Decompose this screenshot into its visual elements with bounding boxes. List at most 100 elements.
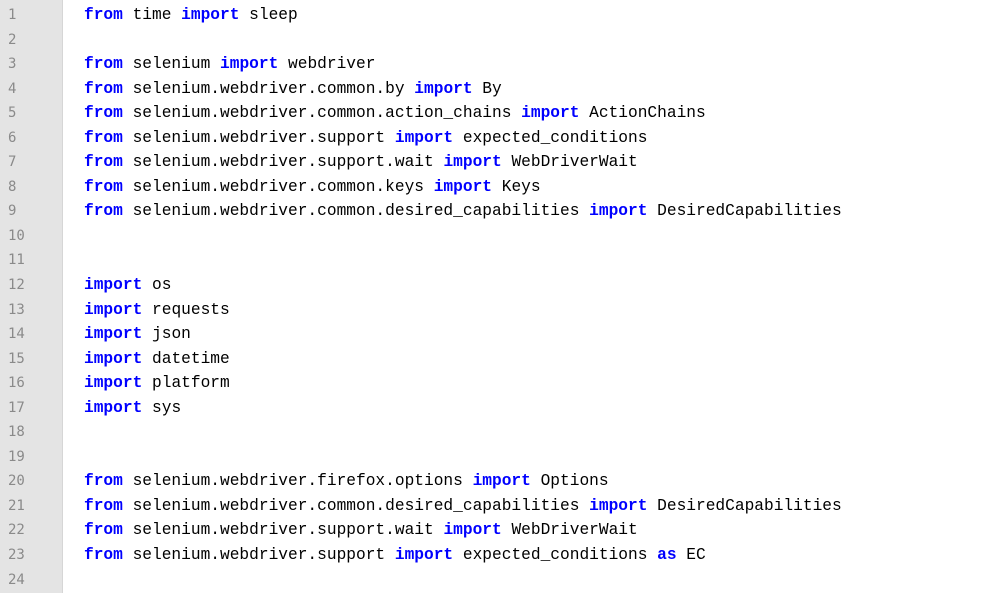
code-text: from selenium import webdriver xyxy=(84,52,375,77)
code-token: sys xyxy=(142,398,182,417)
code-token: webdriver xyxy=(278,55,376,74)
code-token: selenium.webdriver.support.wait xyxy=(122,521,444,540)
code-text: from time import sleep xyxy=(84,3,298,28)
code-token: EC xyxy=(676,546,706,565)
code-text: from selenium.webdriver.common.by import… xyxy=(84,77,502,102)
line-number: 11 xyxy=(8,252,25,269)
code-line[interactable]: 13 import requests xyxy=(0,298,1008,323)
keyword-token: from xyxy=(84,521,123,540)
code-text: import json xyxy=(84,322,191,347)
code-token: selenium.webdriver.support xyxy=(122,128,395,147)
line-number: 18 xyxy=(8,424,25,441)
keyword-token: import xyxy=(84,374,143,393)
keyword-token: from xyxy=(84,55,123,74)
code-token: expected_conditions xyxy=(453,546,658,565)
code-text: from selenium.webdriver.support.wait imp… xyxy=(84,150,638,175)
code-text: from selenium.webdriver.common.keys impo… xyxy=(84,175,541,200)
line-number: 19 xyxy=(8,448,25,465)
code-text: import platform xyxy=(84,371,230,396)
code-line[interactable]: 2 xyxy=(0,28,1008,53)
code-line[interactable]: 19 xyxy=(0,445,1008,470)
keyword-token: from xyxy=(84,472,123,491)
line-number: 24 xyxy=(8,571,25,588)
line-number: 1 xyxy=(8,7,17,23)
code-line[interactable]: 1 from time import sleep xyxy=(0,3,1008,28)
line-number: 12 xyxy=(8,277,25,294)
code-token: json xyxy=(142,325,191,344)
code-token: sleep xyxy=(239,6,298,24)
keyword-token: import xyxy=(414,79,473,98)
code-text: from selenium.webdriver.common.desired_c… xyxy=(84,494,842,519)
keyword-token: import xyxy=(589,202,648,221)
line-number: 10 xyxy=(8,227,25,244)
code-token: WebDriverWait xyxy=(501,153,638,172)
code-token: platform xyxy=(142,374,230,393)
code-text: import requests xyxy=(84,298,230,323)
code-token: selenium xyxy=(122,55,221,74)
code-text: from selenium.webdriver.common.desired_c… xyxy=(84,199,842,224)
code-line[interactable]: 10 xyxy=(0,224,1008,249)
code-line[interactable]: 23 from selenium.webdriver.support import… xyxy=(0,543,1008,568)
line-number: 17 xyxy=(8,399,25,416)
keyword-token: from xyxy=(84,202,123,221)
code-token: os xyxy=(142,276,172,295)
code-line[interactable]: 11 xyxy=(0,248,1008,273)
code-text: from selenium.webdriver.support.wait imp… xyxy=(84,518,638,543)
line-number: 2 xyxy=(8,31,17,48)
keyword-token: import xyxy=(433,177,493,196)
code-text: from selenium.webdriver.common.action_ch… xyxy=(84,101,706,126)
code-token: selenium.webdriver.firefox.options xyxy=(122,472,473,491)
keyword-token: from xyxy=(84,153,123,172)
code-line[interactable]: 6 from selenium.webdriver.support import … xyxy=(0,126,1008,151)
keyword-token: as xyxy=(657,546,677,565)
code-token: Options xyxy=(530,472,609,491)
code-line[interactable]: 3 from selenium import webdriver xyxy=(0,52,1008,77)
code-token: requests xyxy=(142,300,230,319)
keyword-token: from xyxy=(84,6,123,24)
code-token: time xyxy=(122,6,182,24)
line-number: 13 xyxy=(8,301,25,318)
keyword-token: from xyxy=(84,104,123,123)
line-number: 3 xyxy=(8,56,17,73)
keyword-token: from xyxy=(84,177,123,196)
line-number: 6 xyxy=(8,129,17,146)
keyword-token: import xyxy=(220,55,279,74)
code-line[interactable]: 24 xyxy=(0,568,1008,593)
keyword-token: import xyxy=(394,546,454,565)
keyword-token: from xyxy=(84,79,123,98)
code-token: By xyxy=(472,79,502,98)
line-number: 23 xyxy=(8,547,25,564)
line-number: 22 xyxy=(8,522,25,539)
keyword-token: import xyxy=(84,300,143,319)
keyword-token: from xyxy=(84,128,123,147)
code-token: DesiredCapabilities xyxy=(647,202,842,221)
code-line[interactable]: 22 from selenium.webdriver.support.wait i… xyxy=(0,518,1008,543)
code-line[interactable]: 17 import sys xyxy=(0,396,1008,421)
code-text: import os xyxy=(84,273,171,298)
code-text: from selenium.webdriver.support import e… xyxy=(84,126,647,151)
code-line[interactable]: 18 xyxy=(0,420,1008,445)
code-token: expected_conditions xyxy=(453,128,648,147)
keyword-token: import xyxy=(181,6,240,24)
keyword-token: import xyxy=(443,153,502,172)
keyword-token: import xyxy=(84,398,143,417)
line-number-gutter xyxy=(0,0,63,593)
code-line[interactable]: 12 import os xyxy=(0,273,1008,298)
code-token: selenium.webdriver.common.action_chains xyxy=(122,104,522,123)
code-text: from selenium.webdriver.support import e… xyxy=(84,543,706,568)
code-text: from selenium.webdriver.firefox.options … xyxy=(84,469,609,494)
code-token: datetime xyxy=(142,349,230,368)
keyword-token: import xyxy=(521,104,580,123)
